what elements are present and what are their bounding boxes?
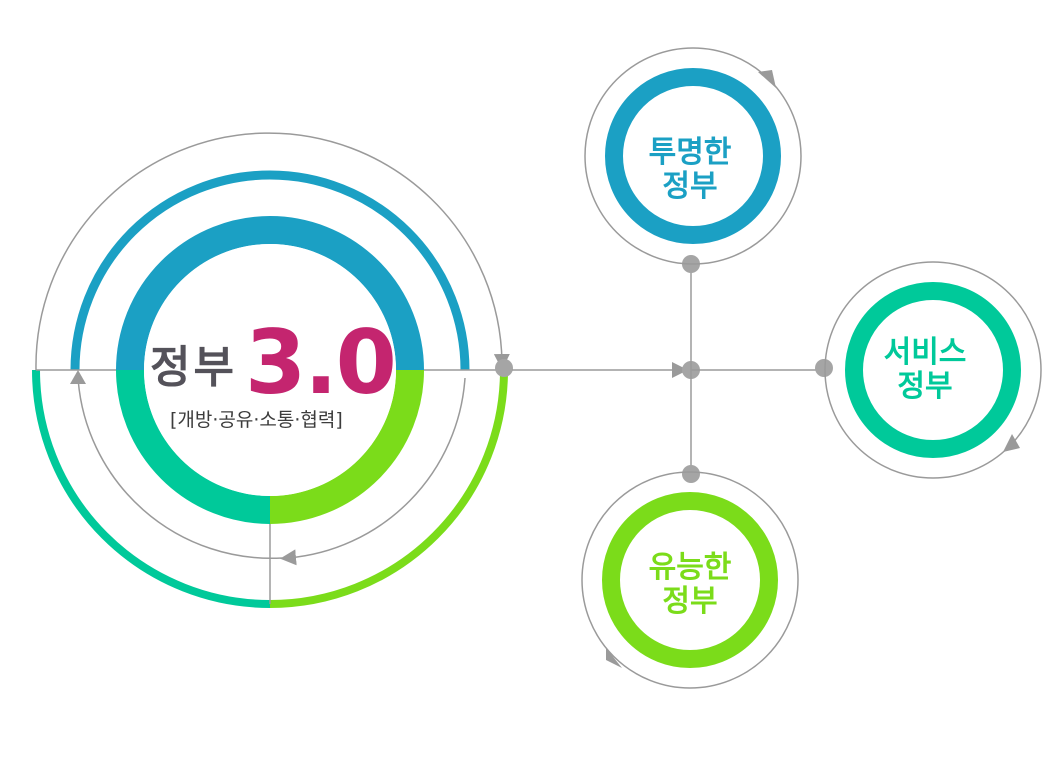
connector-dot-bottom-icon	[682, 465, 700, 483]
circular-arrow-icon	[606, 648, 622, 668]
inner-cycle-arc	[77, 377, 283, 560]
inner-up-arrow-icon	[70, 370, 86, 384]
core-version-logo: 3.0	[244, 311, 397, 414]
node-service-label: 서비스 정부	[845, 305, 1005, 435]
core-ring-teal	[116, 369, 271, 524]
node-capable-line1: 유능한	[648, 550, 732, 586]
outer-lime-arc	[269, 369, 508, 608]
node-service-line1: 서비스	[883, 335, 967, 371]
node-capable-label: 유능한 정부	[610, 520, 770, 650]
service-ring	[845, 282, 1021, 458]
outer-teal-arc	[32, 369, 271, 608]
connector-dot-right-icon	[815, 359, 833, 377]
capable-outer-ring	[581, 471, 799, 689]
node-transparent-label: 투명한 정부	[610, 105, 770, 235]
capable-ring	[602, 492, 778, 668]
service-outer-ring	[824, 261, 1042, 479]
core-title-text: 정부	[150, 342, 237, 393]
transparent-outer-ring	[584, 47, 802, 265]
connector-dot-icon	[495, 359, 513, 377]
outer-cycle-arc	[35, 132, 510, 371]
node-service-line2: 정부	[897, 369, 953, 404]
core-subtitle: [개방·공유·소통·협력]	[170, 409, 343, 431]
core-ring-lime	[269, 369, 424, 524]
circular-arrow-icon	[758, 70, 776, 88]
core-title: 정부 3.0	[150, 319, 397, 407]
core-ring-blue	[116, 216, 424, 371]
core-version-text: 3.0	[244, 311, 397, 414]
node-transparent-line1: 투명한	[648, 135, 732, 171]
node-capable-line2: 정부	[662, 584, 718, 619]
transparent-ring	[605, 68, 781, 244]
inner-cycle-arc-right	[280, 377, 466, 566]
core-inner-disc	[144, 244, 396, 496]
circular-arrow-icon	[1003, 434, 1020, 452]
outer-blue-arc	[70, 170, 470, 371]
node-transparent-line2: 정부	[662, 169, 718, 204]
